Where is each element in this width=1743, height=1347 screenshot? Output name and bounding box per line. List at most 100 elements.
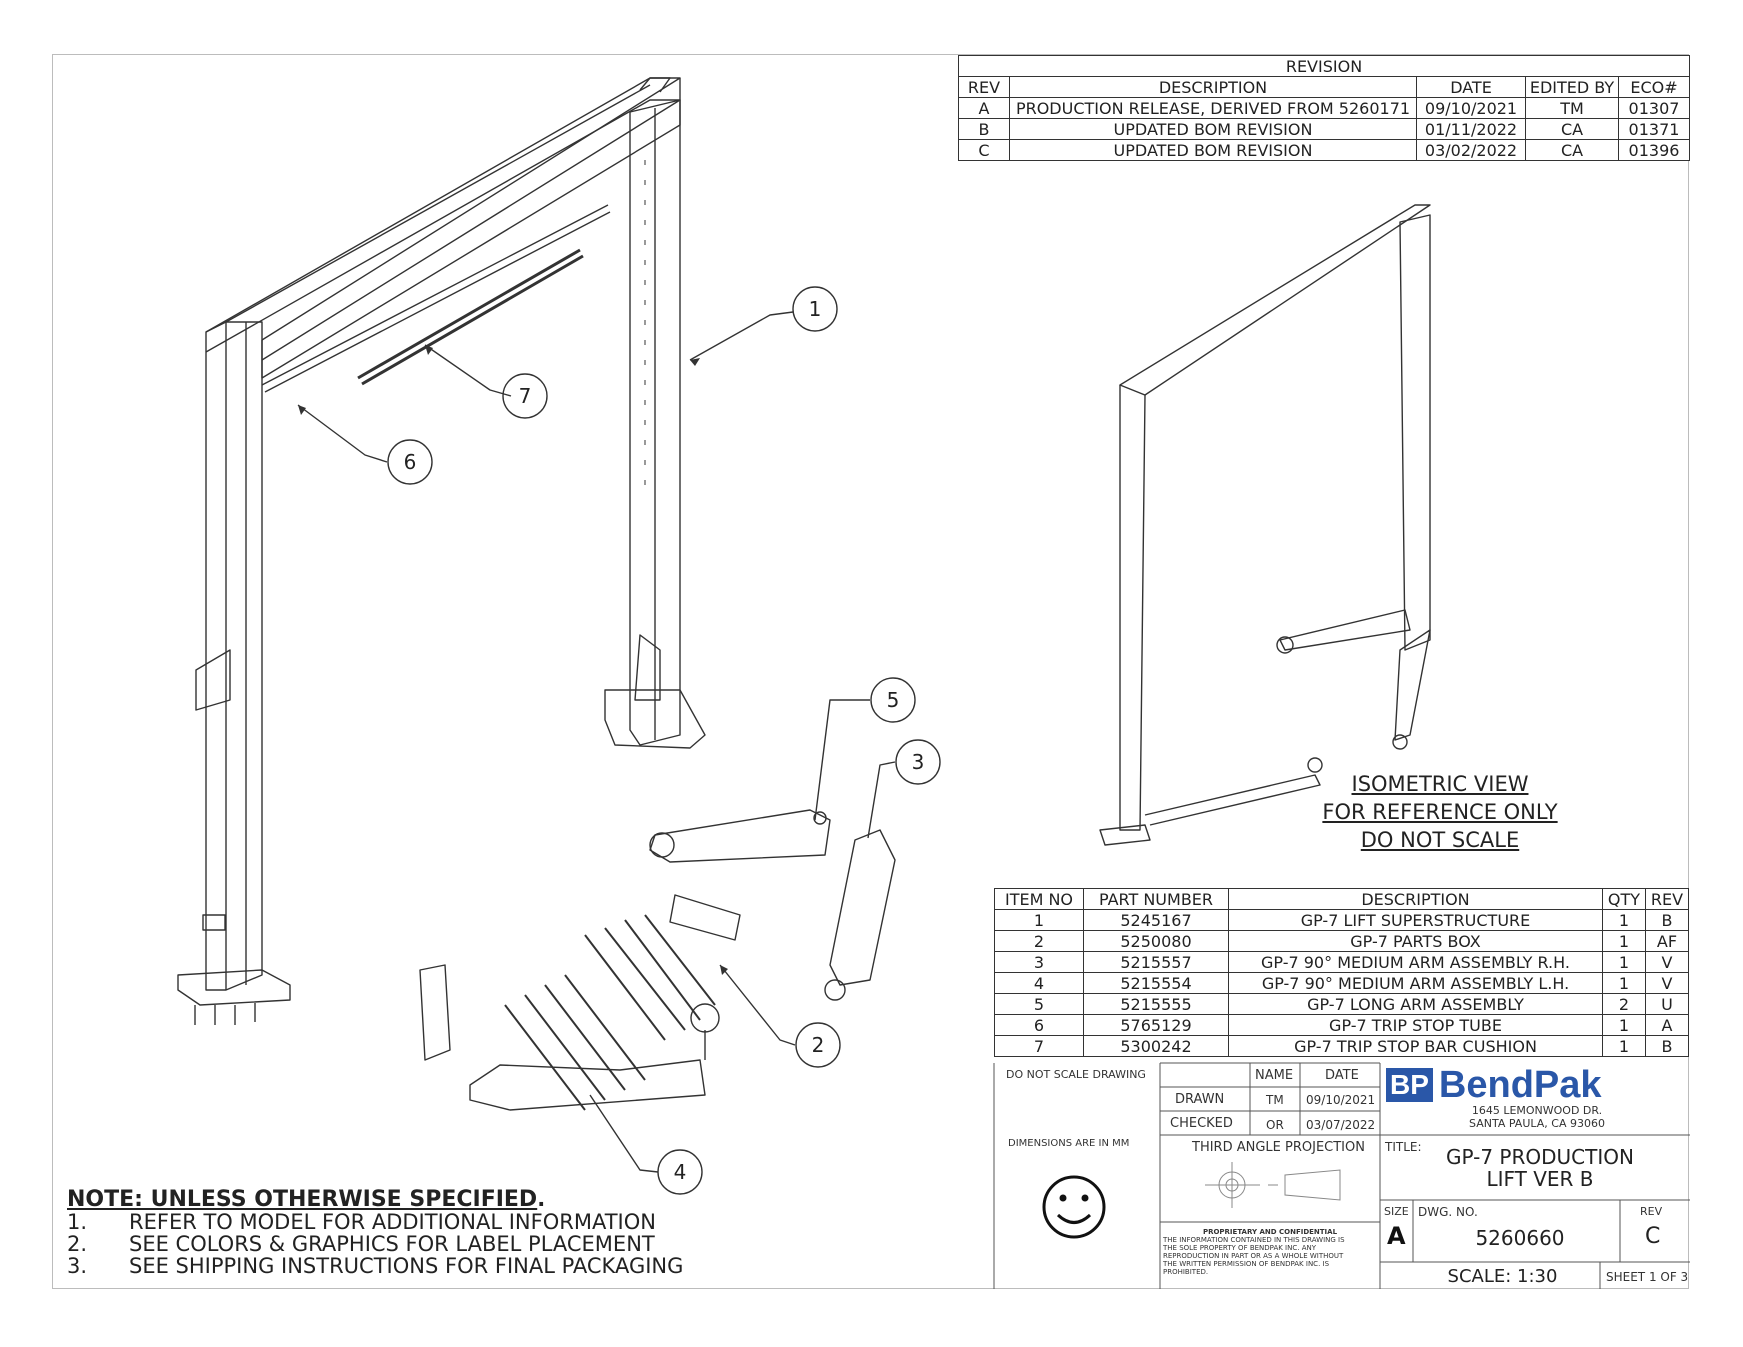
right-column-outline xyxy=(629,99,681,746)
isometric-note: ISOMETRIC VIEW FOR REFERENCE ONLY DO NOT… xyxy=(1300,770,1580,854)
long-arm xyxy=(649,809,831,863)
title-label: TITLE: xyxy=(1385,1140,1422,1154)
table-cell: 5765129 xyxy=(1083,1014,1229,1036)
drawing-border xyxy=(52,54,1689,1289)
table-cell: A xyxy=(1645,1014,1689,1036)
size-label: SIZE xyxy=(1384,1205,1409,1218)
dwg-number: 5260660 xyxy=(1475,1226,1565,1250)
table-cell: TM xyxy=(1525,97,1619,119)
logo-mark: BP xyxy=(1386,1068,1433,1102)
table-cell: B xyxy=(1645,1035,1689,1057)
note-number: 3. xyxy=(67,1254,88,1278)
balloon-7: 7 xyxy=(518,384,532,408)
table-cell: GP-7 90° MEDIUM ARM ASSEMBLY L.H. xyxy=(1228,972,1603,994)
checked-name: OR xyxy=(1266,1118,1284,1132)
left-base-plate xyxy=(177,969,291,1006)
list-item: 3. SEE SHIPPING INSTRUCTIONS FOR FINAL PA… xyxy=(67,1255,683,1277)
note-text: REFER TO MODEL FOR ADDITIONAL INFORMATIO… xyxy=(129,1210,656,1234)
proprietary-notice: PROPRIETARY AND CONFIDENTIAL THE INFORMA… xyxy=(1163,1228,1377,1276)
rev-col-date: DATE xyxy=(1416,76,1526,98)
balloon-3-circle xyxy=(895,739,941,785)
table-cell: UPDATED BOM REVISION xyxy=(1009,139,1417,161)
table-cell: UPDATED BOM REVISION xyxy=(1009,118,1417,140)
note-text: SEE COLORS & GRAPHICS FOR LABEL PLACEMEN… xyxy=(129,1232,655,1256)
arm-rh xyxy=(829,829,896,986)
table-cell: 5300242 xyxy=(1083,1035,1229,1057)
balloon-5: 5 xyxy=(886,688,900,712)
dimensions-label: DIMENSIONS ARE IN MM xyxy=(1008,1138,1130,1149)
table-row: C UPDATED BOM REVISION 03/02/2022 CA 013… xyxy=(958,139,1690,161)
proprietary-line: THE SOLE PROPERTY OF BENDPAK INC. ANY xyxy=(1163,1244,1316,1252)
balloon-6: 6 xyxy=(403,450,417,474)
drawing-title-line-2: LIFT VER B xyxy=(1486,1167,1594,1191)
note-text: SEE SHIPPING INSTRUCTIONS FOR FINAL PACK… xyxy=(129,1254,684,1278)
balloon-4: 4 xyxy=(673,1160,687,1184)
name-header: NAME xyxy=(1255,1068,1294,1083)
table-cell: GP-7 TRIP STOP TUBE xyxy=(1228,1014,1603,1036)
address-line-1: 1645 LEMONWOOD DR. xyxy=(1471,1104,1603,1117)
drawn-name: TM xyxy=(1266,1093,1284,1107)
table-cell: GP-7 LONG ARM ASSEMBLY xyxy=(1228,993,1603,1015)
balloon-6-circle xyxy=(387,439,433,485)
balloon-2-circle xyxy=(795,1022,841,1068)
proprietary-line: PROHIBITED. xyxy=(1163,1268,1209,1276)
note-number: 2. xyxy=(67,1232,88,1256)
company-address: 1645 LEMONWOOD DR. SANTA PAULA, CA 93060 xyxy=(1386,1104,1688,1130)
drawn-date: 09/10/2021 xyxy=(1306,1093,1376,1107)
do-not-scale-label: DO NOT SCALE DRAWING xyxy=(1006,1068,1146,1081)
proprietary-line: THE INFORMATION CONTAINED IN THIS DRAWIN… xyxy=(1163,1236,1345,1244)
drawn-label: DRAWN xyxy=(1175,1092,1225,1107)
list-item: 1. REFER TO MODEL FOR ADDITIONAL INFORMAT… xyxy=(67,1211,683,1233)
table-cell: 03/02/2022 xyxy=(1416,139,1526,161)
notes-title: NOTE: UNLESS OTHERWISE SPECIFIED xyxy=(67,1187,538,1212)
date-header: DATE xyxy=(1325,1068,1359,1083)
drawing-title: GP-7 PRODUCTION LIFT VER B xyxy=(1420,1146,1660,1190)
dwg-label: DWG. NO. xyxy=(1418,1205,1478,1219)
checked-date: 03/07/2022 xyxy=(1306,1118,1376,1132)
table-cell: PRODUCTION RELEASE, DERIVED FROM 5260171 xyxy=(1009,97,1417,119)
rev-col-rev: REV xyxy=(958,76,1010,98)
table-cell: GP-7 90° MEDIUM ARM ASSEMBLY R.H. xyxy=(1228,951,1603,973)
scale-label: SCALE: 1:30 xyxy=(1447,1266,1558,1287)
table-cell: CA xyxy=(1525,139,1619,161)
balloon-4-circle xyxy=(657,1149,703,1195)
drawing-title-line-1: GP-7 PRODUCTION xyxy=(1446,1145,1634,1169)
bom-header-row: ITEM NO PART NUMBER DESCRIPTION QTY REV xyxy=(994,888,1689,910)
size-value: A xyxy=(1387,1222,1406,1250)
iso-line-1: ISOMETRIC VIEW xyxy=(1351,772,1529,796)
table-cell: C xyxy=(958,139,1010,161)
bom-table: ITEM NO PART NUMBER DESCRIPTION QTY REV … xyxy=(994,888,1689,1057)
rev-label: REV xyxy=(1640,1205,1663,1218)
table-cell: AF xyxy=(1645,930,1689,952)
proprietary-line: THE WRITTEN PERMISSION OF BENDPAK INC. I… xyxy=(1163,1260,1330,1268)
proprietary-title: PROPRIETARY AND CONFIDENTIAL xyxy=(1202,1228,1338,1236)
checked-label: CHECKED xyxy=(1170,1116,1233,1131)
table-row: A PRODUCTION RELEASE, DERIVED FROM 52601… xyxy=(958,97,1690,119)
revision-table: REVISION REV DESCRIPTION DATE EDITED BY … xyxy=(958,55,1690,161)
bom-col-rev: REV xyxy=(1645,888,1689,910)
table-cell: GP-7 LIFT SUPERSTRUCTURE xyxy=(1228,909,1603,931)
parts-card xyxy=(669,894,741,941)
note-number: 1. xyxy=(67,1210,88,1234)
general-notes: NOTE: UNLESS OTHERWISE SPECIFIED. 1.REFE… xyxy=(67,1187,684,1278)
iso-line-3: DO NOT SCALE xyxy=(1360,828,1520,852)
balloon-2: 2 xyxy=(811,1033,825,1057)
iso-right-column xyxy=(1399,214,1431,651)
table-cell: 01396 xyxy=(1618,139,1690,161)
trip-stop-tube xyxy=(261,204,611,393)
list-item: 2. SEE COLORS & GRAPHICS FOR LABEL PLACEM… xyxy=(67,1233,683,1255)
iso-line-2: FOR REFERENCE ONLY xyxy=(1322,800,1558,824)
table-cell: 09/10/2021 xyxy=(1416,97,1526,119)
bom-col-description: DESCRIPTION xyxy=(1228,888,1603,910)
balloon-3: 3 xyxy=(911,750,925,774)
balloon-7-circle xyxy=(502,373,548,419)
balloon-5-circle xyxy=(870,677,916,723)
table-cell: 5245167 xyxy=(1083,909,1229,931)
projection-label: THIRD ANGLE PROJECTION xyxy=(1192,1140,1365,1155)
